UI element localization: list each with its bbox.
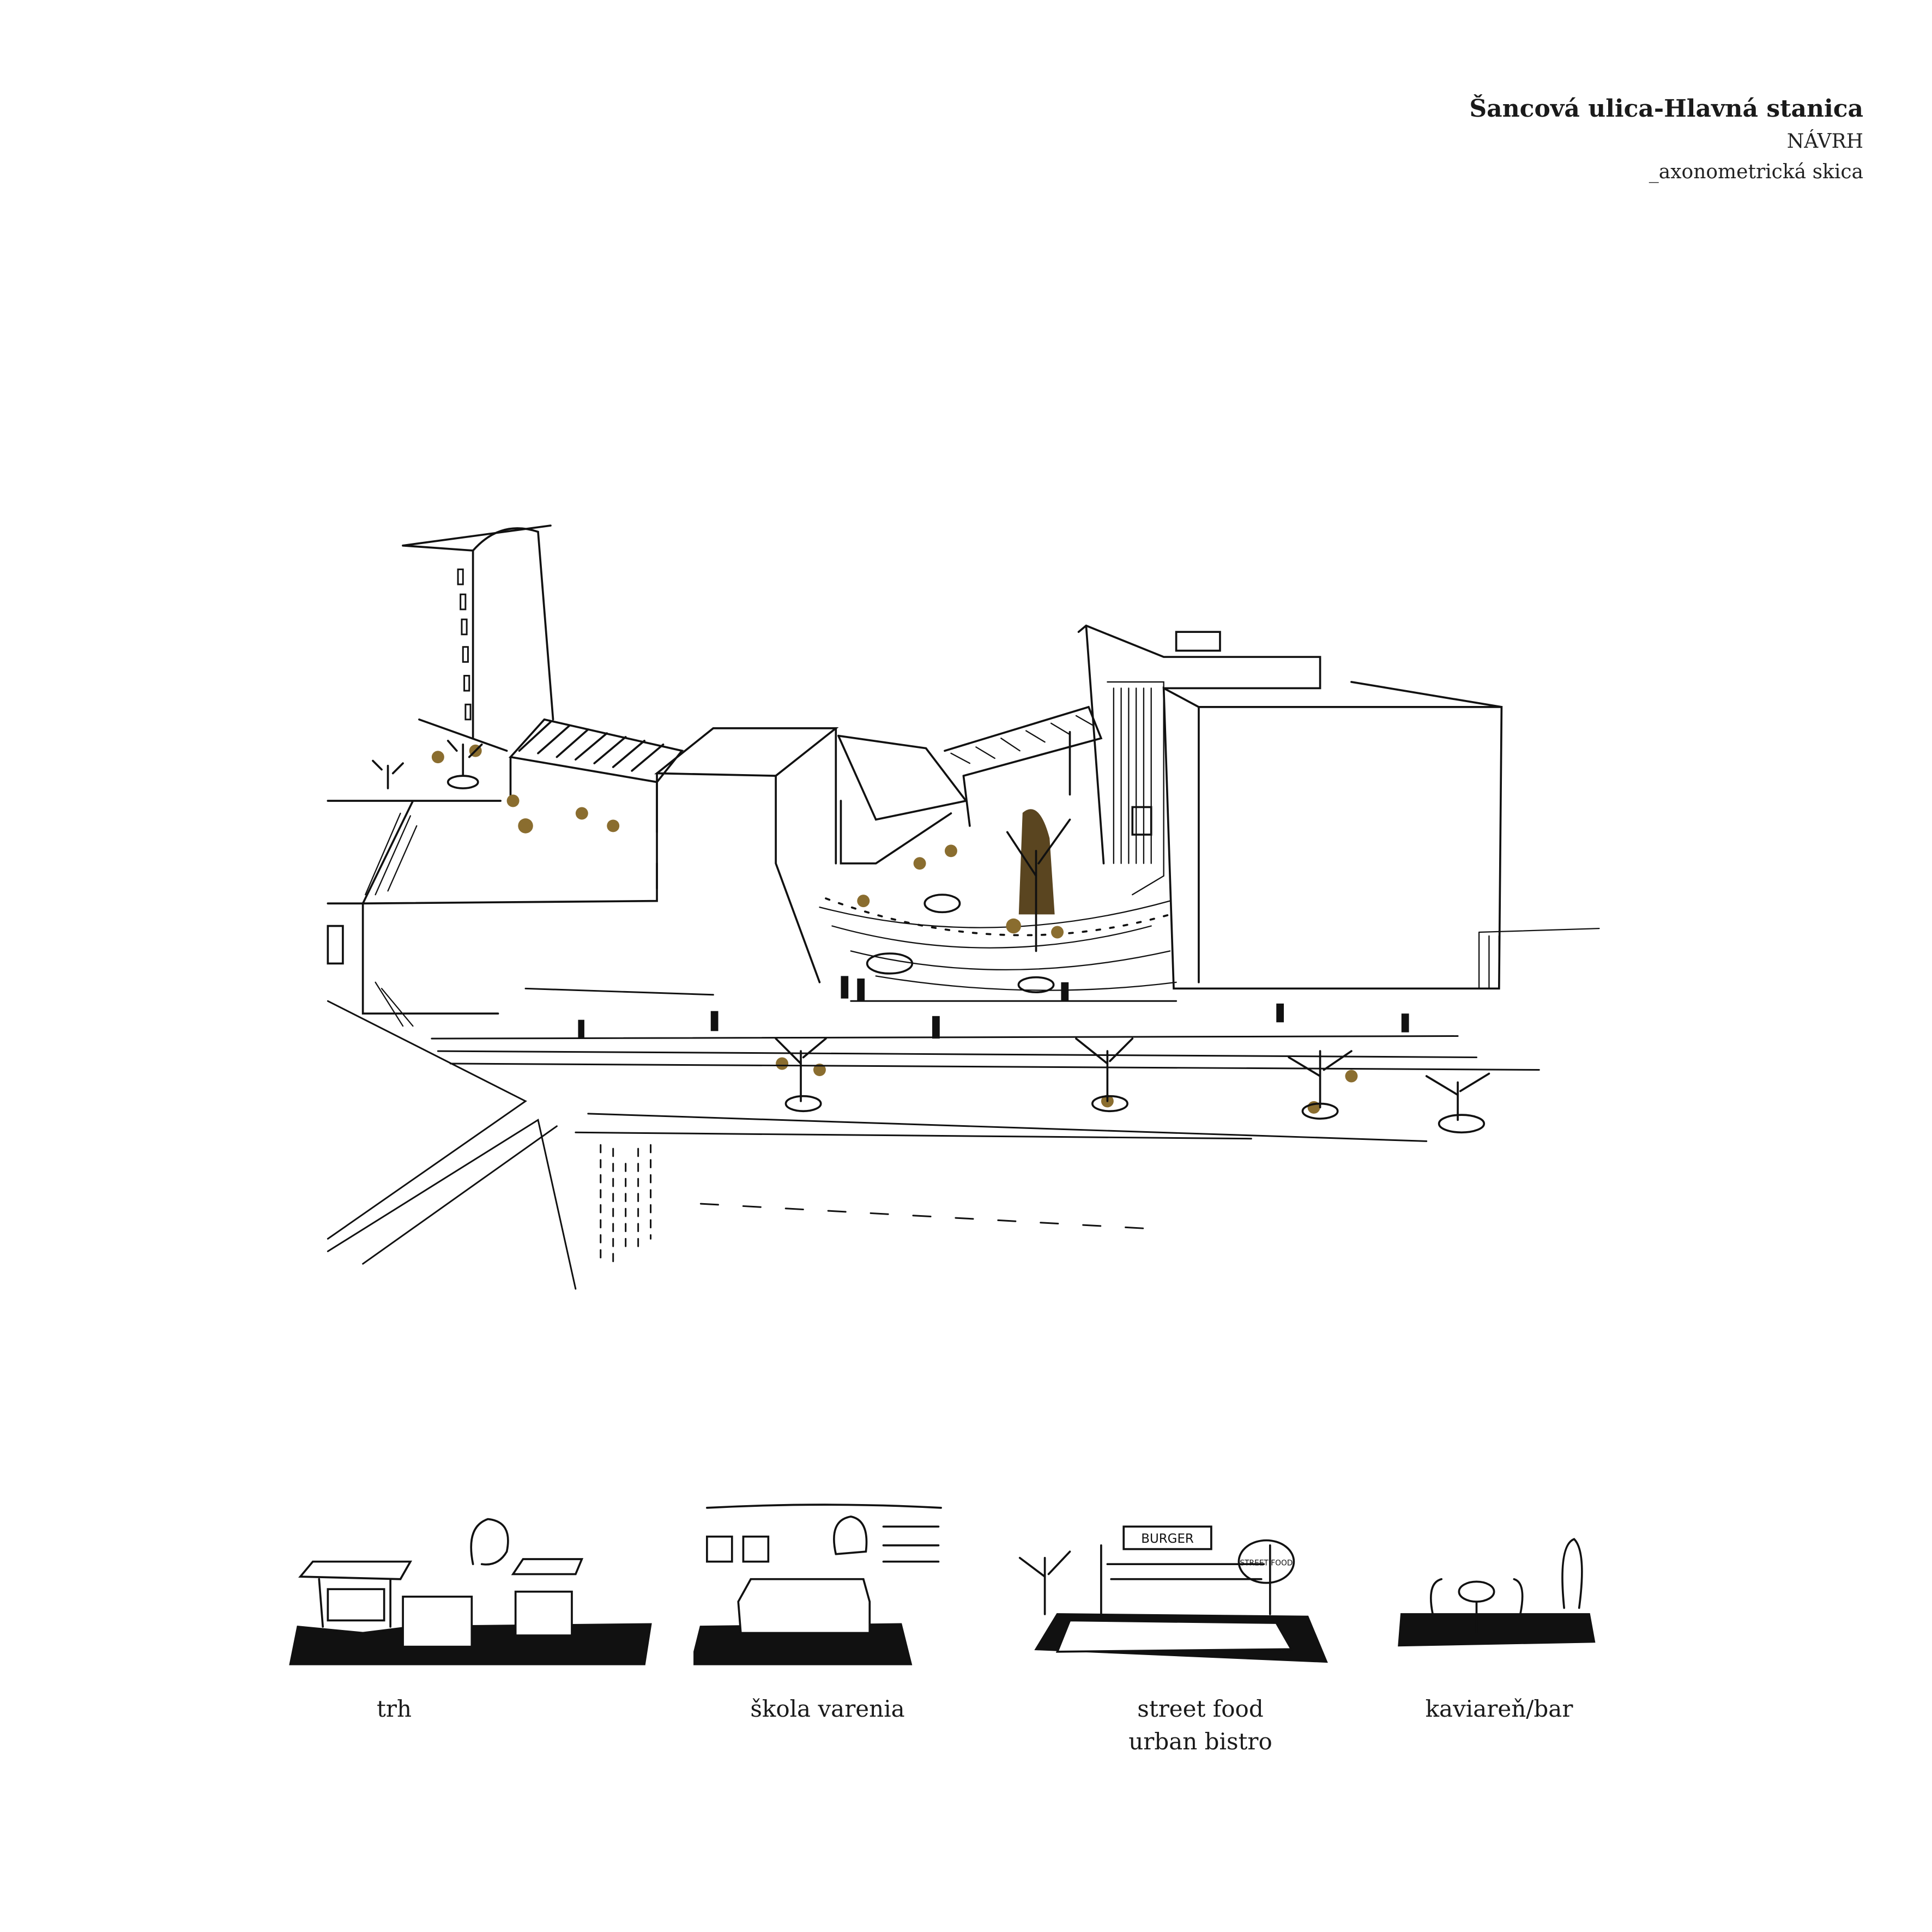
vignette-trh bbox=[289, 1518, 652, 1665]
vignette-skola-varenia bbox=[693, 1504, 942, 1665]
subtitle: NÁVRH bbox=[1786, 130, 1863, 153]
label-skola-varenia: škola varenia bbox=[750, 1695, 905, 1722]
street-lines bbox=[327, 987, 1540, 1290]
street-food-bubble: STREET FOOD bbox=[1240, 1559, 1293, 1567]
right-tall-block bbox=[1077, 624, 1321, 896]
caption: _axonometrická skica bbox=[1649, 161, 1863, 183]
vignette-kaviaren-bar bbox=[1398, 1538, 1596, 1647]
trees bbox=[431, 744, 1358, 1114]
label-urban-bistro: urban bistro bbox=[1128, 1728, 1272, 1755]
label-kaviaren-bar: kaviareň/bar bbox=[1425, 1695, 1573, 1722]
page-title: Šancová ulica-Hlavná stanica bbox=[1469, 95, 1863, 123]
vignette-street-food: BURGER STREET FOOD bbox=[1018, 1525, 1328, 1663]
tree-trunks bbox=[372, 740, 1490, 1134]
plaza bbox=[819, 809, 1177, 994]
label-street-food: street food bbox=[1137, 1695, 1264, 1722]
people bbox=[578, 976, 1409, 1039]
houses bbox=[837, 705, 1103, 865]
title-block: Šancová ulica-Hlavná stanica NÁVRH _axon… bbox=[1469, 92, 1863, 188]
tower-building bbox=[402, 524, 554, 752]
center-block bbox=[654, 727, 839, 983]
right-large-block bbox=[1162, 681, 1600, 990]
burger-sign: BURGER bbox=[1141, 1532, 1194, 1546]
label-trh: trh bbox=[376, 1695, 412, 1722]
left-low-building bbox=[327, 800, 658, 1027]
